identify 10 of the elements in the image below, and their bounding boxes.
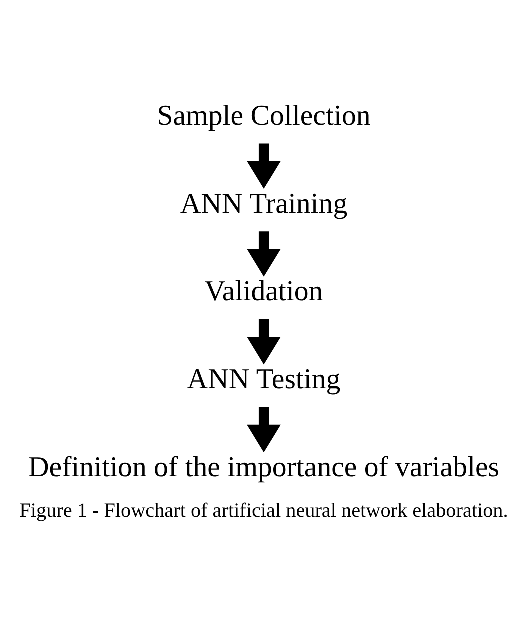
- node-text: Sample Collection: [157, 99, 371, 132]
- arrow: [247, 231, 281, 276]
- node-text: ANN Testing: [187, 363, 341, 396]
- caption: Figure 1 - Flowchart of artificial neural network elaboration.: [20, 500, 508, 522]
- node-text: Validation: [204, 275, 324, 308]
- arrow: [247, 406, 281, 452]
- node-text: Definition of the importance of variables: [28, 450, 500, 483]
- arrow: [247, 318, 281, 364]
- node-text: ANN Training: [180, 187, 348, 220]
- arrow: [247, 143, 281, 188]
